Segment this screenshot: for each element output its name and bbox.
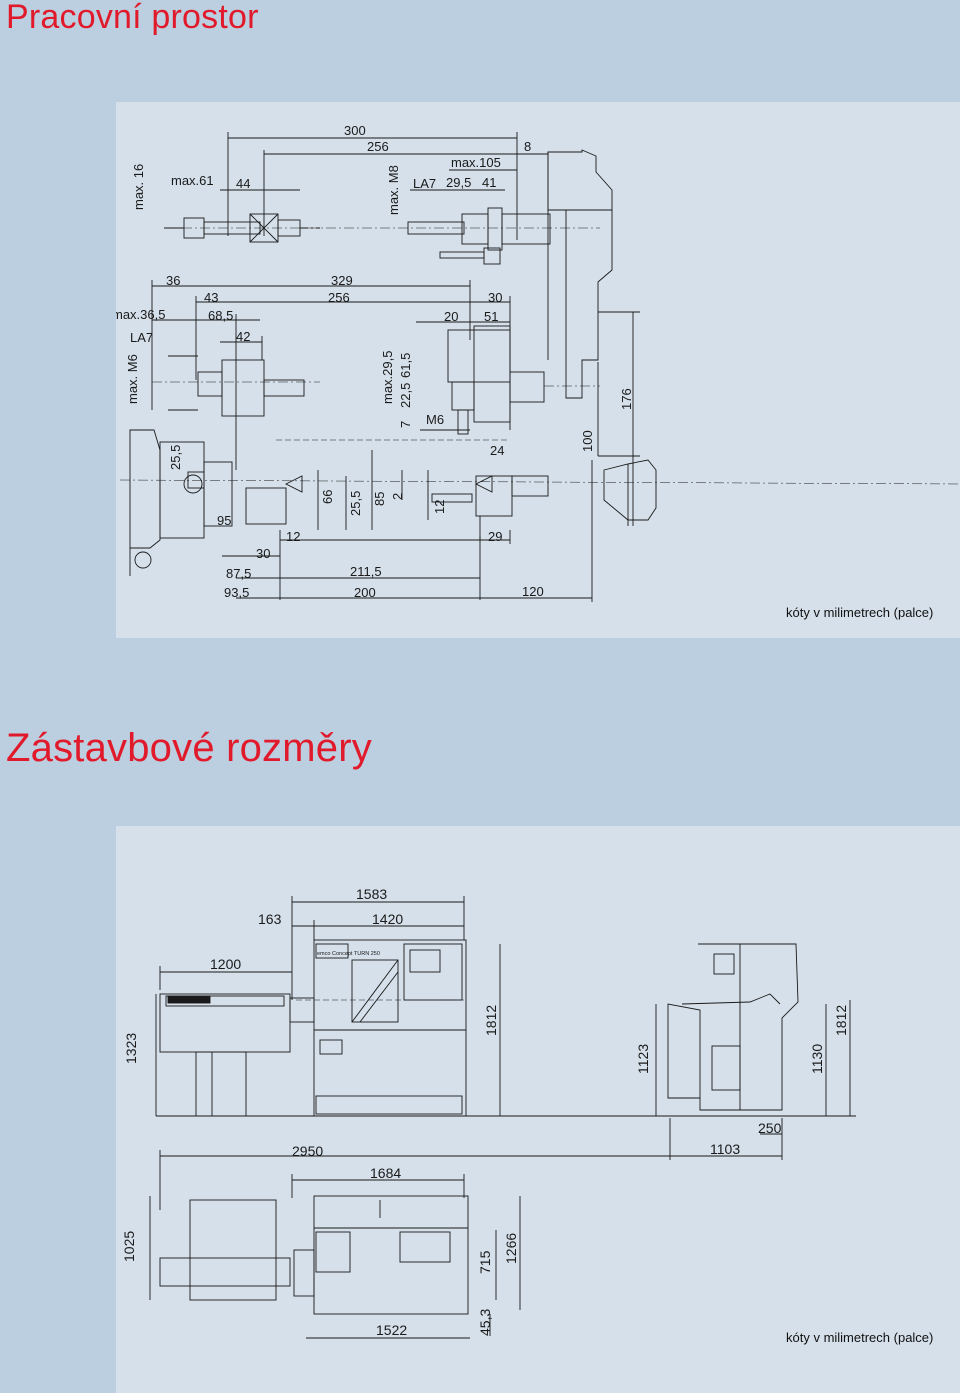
dim-22-5: 22,5 [398,383,413,408]
dim-45-3: 45,3 [477,1309,493,1336]
dim-12: 12 [286,529,300,544]
dim-36: 36 [166,273,180,288]
dim-66: 66 [320,490,335,504]
dim-7: 7 [398,421,413,428]
installation-drawing: emco LM 800 emco Concept TURN 250 1583 1… [121,886,856,1339]
dim-30-bottom: 30 [256,546,270,561]
dim-max105: max.105 [451,155,501,170]
working-space-drawing-panel: 300 256 8 max.105 max.61 44 LA7 29,5 41 … [116,102,960,638]
dim-max-m6: max. M6 [125,354,140,404]
dim-1812-left: 1812 [483,1005,499,1036]
dim-715: 715 [477,1250,493,1274]
dim-2950: 2950 [292,1143,323,1159]
dim-250: 250 [758,1120,782,1136]
concept-turn-brand: emco Concept TURN 250 [317,951,380,957]
dim-1583: 1583 [356,886,387,902]
dim-la7-mid: LA7 [130,330,153,345]
dim-51: 51 [484,309,498,324]
dim-2: 2 [390,493,405,500]
working-space-drawing: 300 256 8 max.105 max.61 44 LA7 29,5 41 … [116,123,960,602]
dim-max36-5: max.36,5 [116,307,165,322]
dim-maxm8: max. M8 [386,165,401,215]
dim-max61: max.61 [171,173,214,188]
dim-max29-5: max.29,5 [380,351,395,404]
dim-329: 329 [331,273,353,288]
dim-211-5: 211,5 [350,564,382,579]
section-title-installation-dimensions: Zástavbové rozměry [6,726,372,770]
dim-85: 85 [372,492,387,506]
dim-1103: 1103 [710,1141,740,1157]
dim-256-top: 256 [367,139,389,154]
dim-1522: 1522 [376,1322,407,1338]
lm800-brand: emco LM 800 [170,998,207,1004]
dim-95: 95 [217,513,231,528]
section-title-working-space: Pracovní prostor [6,0,259,36]
dim-93-5: 93,5 [224,585,249,600]
dim-1123: 1123 [635,1044,651,1074]
dim-25-5-mid: 25,5 [348,491,363,516]
dim-29: 29 [488,529,502,544]
dim-30-top: 30 [488,290,502,305]
dim-100: 100 [580,430,595,452]
installation-drawing-panel: emco LM 800 emco Concept TURN 250 1583 1… [116,826,960,1393]
dim-1420: 1420 [372,911,403,927]
dim-29-5: 29,5 [446,175,471,190]
dim-1200: 1200 [210,956,241,972]
units-note-bottom: kóty v milimetrech (palce) [786,1330,934,1345]
dim-41: 41 [482,175,496,190]
dim-1025: 1025 [121,1231,137,1262]
dim-68-5: 68,5 [208,308,233,323]
dim-20: 20 [444,309,458,324]
dim-176: 176 [619,388,634,410]
dim-200: 200 [354,585,376,600]
dim-44: 44 [236,176,250,191]
dim-120: 120 [522,584,544,599]
dim-1684: 1684 [370,1165,401,1181]
dim-m6: M6 [426,412,444,427]
dim-43: 43 [204,290,218,305]
units-note-top: kóty v milimetrech (palce) [786,605,934,620]
dim-61-5: 61,5 [398,353,413,378]
dim-8: 8 [524,139,531,154]
dim-12-vertical: 12 [432,500,447,514]
dim-1812-right: 1812 [833,1005,849,1036]
dim-24: 24 [490,443,504,458]
dim-163: 163 [258,911,282,927]
dim-25-5-left: 25,5 [168,445,183,470]
dim-la7-top: LA7 [413,176,436,191]
dim-1130: 1130 [809,1044,825,1074]
dim-1323: 1323 [123,1033,139,1064]
dim-max16: max. 16 [131,164,146,210]
dim-42: 42 [236,329,250,344]
dim-87-5: 87,5 [226,566,251,581]
dim-1266: 1266 [503,1233,519,1264]
dim-300: 300 [344,123,366,138]
dim-256-mid: 256 [328,290,350,305]
